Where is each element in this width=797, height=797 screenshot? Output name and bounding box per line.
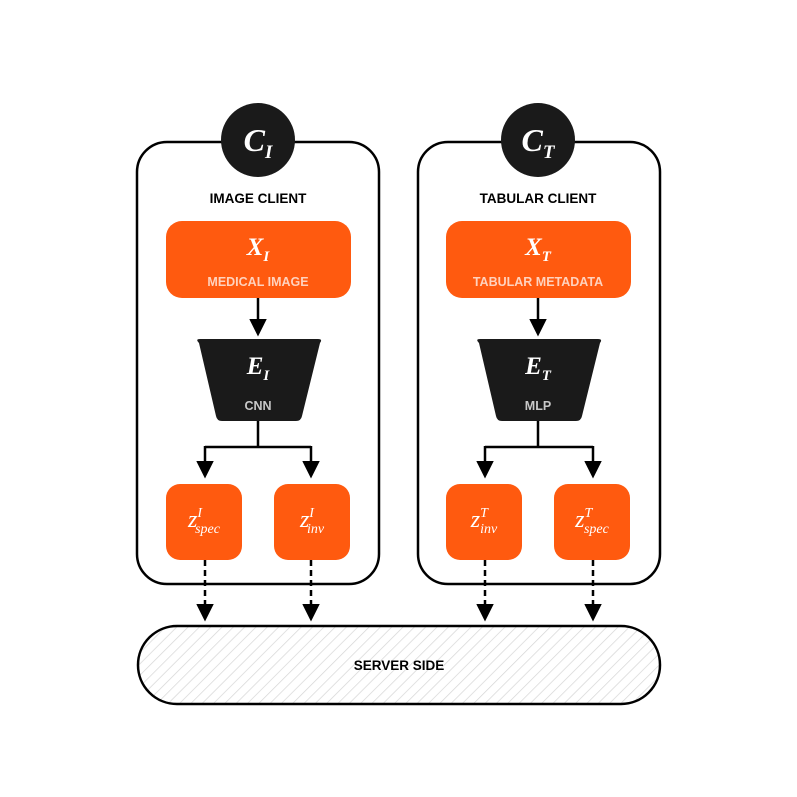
tabular-client-badge (501, 103, 575, 177)
tabular-encoder-symbol: E (524, 353, 542, 380)
tabular-z-spec-superscript: T (584, 506, 593, 521)
tabular-z-spec-symbol: z (574, 507, 585, 533)
image-z-spec-box (166, 484, 242, 560)
image-client-title: IMAGE CLIENT (210, 191, 308, 206)
image-z-spec-subscript: spec (195, 522, 221, 537)
image-input-box (166, 221, 351, 298)
tabular-client: CT TABULAR CLIENT XT TABULAR METADATA ET… (416, 103, 662, 586)
tabular-client-badge-symbol: C (522, 122, 544, 158)
image-z-spec-symbol: z (187, 507, 198, 533)
server-upload-arrows (196, 560, 602, 622)
server-side-label: SERVER SIDE (354, 658, 445, 673)
image-encoder-subscript: I (262, 368, 270, 384)
image-input-symbol: X (246, 234, 265, 261)
image-z-inv-subscript: inv (307, 522, 325, 537)
image-encoder-label: CNN (244, 399, 271, 413)
tabular-z-inv-subscript: inv (480, 522, 498, 537)
image-client-badge-subscript: I (264, 142, 273, 163)
image-encoder-shape (197, 339, 322, 421)
tabular-z-inv-symbol: z (470, 507, 481, 533)
image-z-inv-superscript: I (308, 506, 315, 521)
server-side-box (136, 624, 662, 706)
svg-text:ET: ET (524, 353, 552, 384)
tabular-z-spec-box (554, 484, 630, 560)
tabular-client-title: TABULAR CLIENT (480, 191, 597, 206)
svg-text:XT: XT (524, 234, 552, 265)
image-z-inv-symbol: z (299, 507, 310, 533)
svg-text:CI: CI (244, 122, 273, 163)
tabular-encoder-label: MLP (525, 399, 551, 413)
tabular-input-subscript: T (542, 249, 552, 265)
svg-text:CT: CT (522, 122, 556, 163)
image-input-label: MEDICAL IMAGE (207, 275, 308, 289)
image-client-badge (221, 103, 295, 177)
image-z-inv-box (274, 484, 350, 560)
tabular-encoder-subscript: T (542, 368, 552, 384)
image-z-spec-superscript: I (196, 506, 203, 521)
image-client: CI IMAGE CLIENT XI MEDICAL IMAGE EI CNN … (135, 103, 381, 586)
tabular-encoder-split (485, 421, 593, 449)
tabular-z-inv-superscript: T (480, 506, 489, 521)
tabular-client-badge-subscript: T (543, 142, 556, 163)
tabular-z-spec-subscript: spec (584, 522, 610, 537)
image-encoder-symbol: E (246, 353, 264, 380)
tabular-input-label: TABULAR METADATA (473, 275, 603, 289)
image-client-badge-symbol: C (244, 122, 266, 158)
server-side: SERVER SIDE (136, 624, 662, 706)
tabular-input-symbol: X (524, 234, 543, 261)
svg-text:EI: EI (246, 353, 271, 384)
tabular-encoder-shape (477, 339, 602, 421)
tabular-input-box (446, 221, 631, 298)
image-encoder-split (205, 421, 311, 449)
tabular-z-inv-box (446, 484, 522, 560)
image-input-subscript: I (262, 249, 270, 265)
svg-text:XI: XI (246, 234, 271, 265)
